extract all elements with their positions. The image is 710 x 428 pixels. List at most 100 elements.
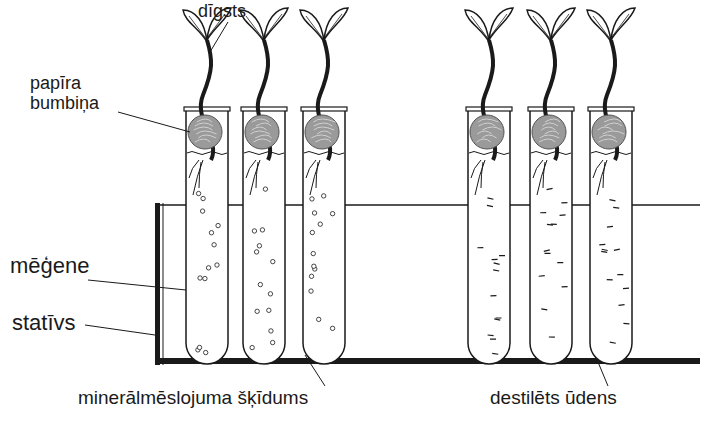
- water-dash: [539, 275, 545, 277]
- paper-crease: [479, 123, 496, 126]
- leaf-vein: [593, 14, 629, 40]
- bubble: [330, 326, 334, 330]
- solution-label: minerālmēslojuma šķīdums: [78, 388, 308, 409]
- water-dash: [549, 336, 555, 337]
- paper-crease: [540, 135, 559, 138]
- test-tube: [468, 110, 510, 364]
- water-dash: [607, 226, 613, 228]
- test-tube: [243, 110, 285, 364]
- paper-crease: [482, 127, 501, 130]
- water-dash: [557, 262, 563, 263]
- bubble: [271, 259, 275, 263]
- water-dash: [545, 253, 551, 254]
- roots: [471, 160, 485, 195]
- bubble: [318, 222, 322, 226]
- leaf: [264, 8, 288, 40]
- water-label: destilēts ūdens: [490, 388, 617, 409]
- paper-crease: [476, 139, 490, 142]
- paper-crease: [317, 131, 331, 134]
- water-dash: [607, 279, 613, 280]
- bubble: [250, 345, 254, 349]
- bubble: [200, 209, 204, 213]
- bubble: [254, 250, 258, 254]
- water-dash: [492, 259, 498, 261]
- water-dash: [544, 250, 550, 251]
- water-dash: [492, 353, 498, 355]
- tube-with-seedling: [465, 8, 513, 364]
- paper-crease: [605, 123, 622, 126]
- paper-crease: [598, 127, 613, 130]
- bubble: [309, 289, 313, 293]
- bubble: [269, 329, 273, 333]
- paper-crease: [315, 139, 331, 142]
- paper-crease: [250, 131, 269, 134]
- bubble: [268, 292, 272, 296]
- bubble: [312, 264, 316, 268]
- paper-crease: [311, 135, 331, 138]
- bubble: [203, 350, 207, 354]
- paper-crease: [482, 135, 497, 138]
- bubble: [267, 308, 271, 312]
- paper-crease: [252, 127, 267, 130]
- tube-with-seedling: [527, 8, 575, 364]
- bubble: [310, 197, 314, 201]
- water-dash: [613, 207, 619, 209]
- water-dash: [487, 205, 493, 206]
- paper-crease: [254, 139, 272, 142]
- bubble: [257, 244, 261, 248]
- roots: [306, 160, 320, 195]
- water-dash: [610, 342, 616, 343]
- paper-crease: [599, 135, 616, 138]
- roots: [246, 160, 260, 195]
- paper-crease: [477, 131, 492, 134]
- paper-crease: [314, 123, 333, 126]
- paper-crease: [478, 119, 498, 122]
- paper-ball: [305, 115, 339, 149]
- water-dash: [493, 270, 499, 271]
- water-dash: [487, 198, 493, 199]
- tube-rim: [588, 107, 634, 111]
- bubble: [198, 276, 202, 280]
- water-dash: [623, 323, 629, 325]
- leaf: [551, 8, 575, 40]
- paper-crease: [314, 127, 334, 130]
- test-tubes: [183, 8, 635, 364]
- paper-crease: [545, 119, 560, 122]
- bubble: [212, 243, 216, 247]
- stand-label: statīvs: [12, 311, 76, 335]
- paper-crease: [542, 123, 558, 126]
- liquid-surface: [187, 152, 227, 155]
- liquid-surface: [531, 152, 571, 155]
- water-dash: [494, 319, 500, 320]
- paper-crease: [198, 135, 216, 138]
- bubble: [215, 263, 219, 267]
- seedling-label: dīgsts: [198, 2, 246, 22]
- leaf-vein: [246, 14, 282, 40]
- paper-crease: [539, 139, 555, 142]
- leaf: [465, 10, 489, 42]
- paper-crease: [598, 139, 617, 142]
- bubble: [201, 196, 205, 200]
- paper-ball-label: papīra bumbiņa: [30, 74, 125, 114]
- tube-rim: [466, 107, 512, 111]
- tube-label: mēģene: [10, 254, 90, 278]
- water-dash: [623, 287, 629, 289]
- tube-rim: [301, 107, 347, 111]
- water-dash: [602, 249, 608, 250]
- water-dash: [496, 317, 502, 318]
- tube-with-seedling: [300, 8, 348, 364]
- water-dash: [488, 334, 494, 336]
- roots: [533, 160, 547, 195]
- bubble: [260, 228, 264, 232]
- water-dash: [617, 274, 623, 275]
- water-dash: [562, 286, 568, 288]
- paper-crease: [604, 119, 621, 122]
- bubble: [330, 211, 334, 215]
- leader-lines: [85, 22, 608, 386]
- paper-crease: [196, 131, 216, 134]
- bubble: [310, 230, 314, 234]
- leaf: [324, 8, 348, 40]
- water-dash: [601, 251, 607, 253]
- roots: [593, 160, 607, 195]
- test-tube: [590, 110, 632, 364]
